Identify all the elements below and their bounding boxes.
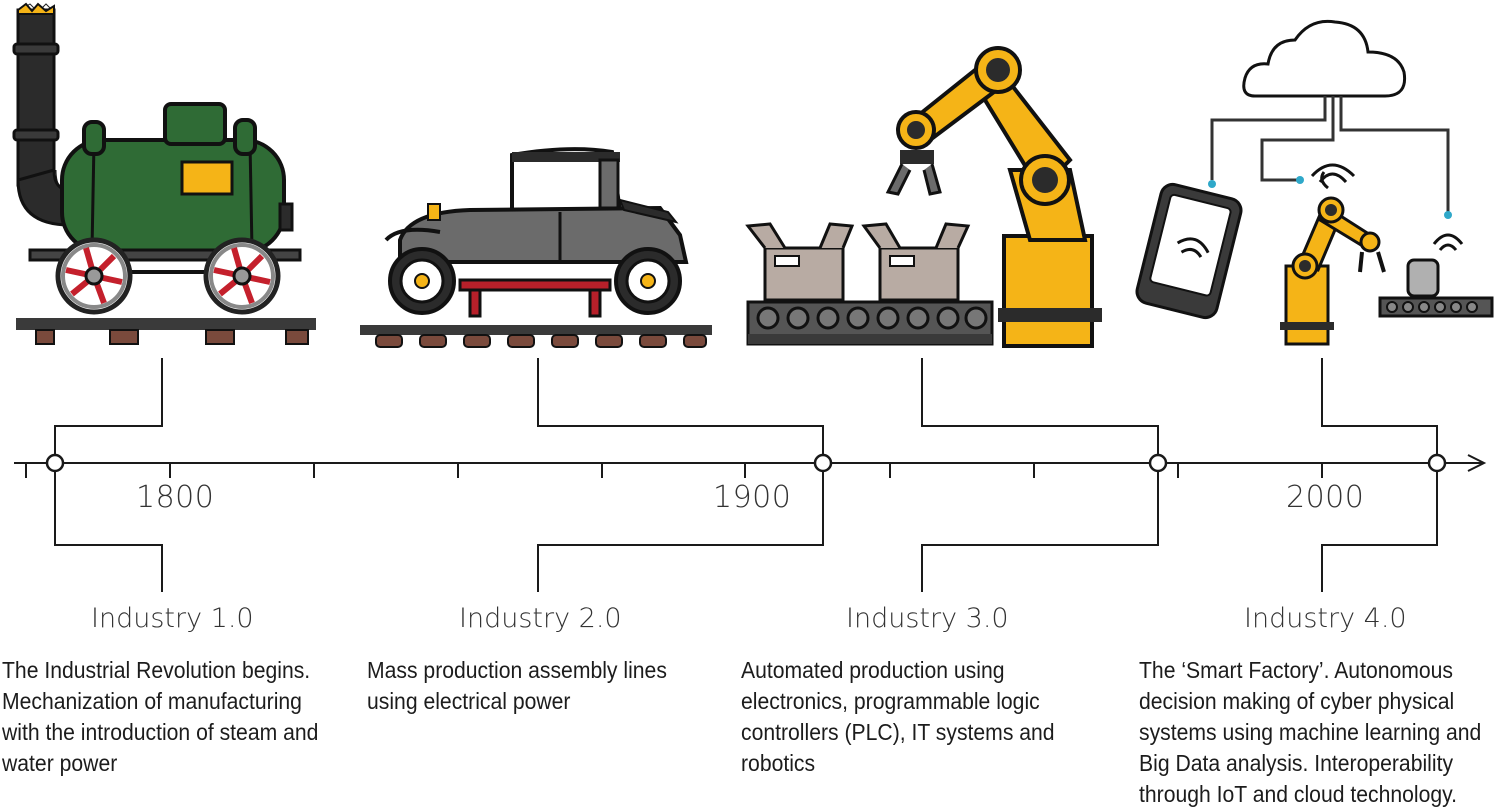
era-title-2: Industry 2.0: [459, 603, 622, 634]
era-description-1: The Industrial Revolution begins. Mechan…: [2, 657, 319, 776]
year-label: 2000: [1286, 480, 1365, 515]
marker-industry-2: [813, 453, 833, 473]
marker-industry-1: [45, 453, 65, 473]
steam-locomotive-icon: [12, 2, 316, 345]
era-description-4: The ‘Smart Factory’. Autonomous decision…: [1139, 657, 1482, 807]
era-title-3: Industry 3.0: [846, 603, 1009, 634]
timeline-axis: [14, 454, 1487, 478]
marker-industry-4: [1427, 453, 1447, 473]
era-title-4: Industry 4.0: [1244, 603, 1407, 634]
marker-industry-3: [1148, 453, 1168, 473]
year-label: 1900: [713, 480, 792, 515]
timeline-markers: [45, 453, 1447, 473]
assembly-line-car-icon: [360, 147, 712, 348]
era-title-1: Industry 1.0: [91, 603, 254, 634]
era-brackets: [54, 358, 1438, 592]
year-label: 1800: [136, 480, 215, 515]
robot-arm-conveyor-icon: [745, 46, 1102, 348]
smart-factory-cloud-icon: [1135, 19, 1494, 346]
era-description-2: Mass production assembly lines using ele…: [367, 657, 667, 714]
era-description-3: Automated production using electronics, …: [741, 657, 1055, 776]
